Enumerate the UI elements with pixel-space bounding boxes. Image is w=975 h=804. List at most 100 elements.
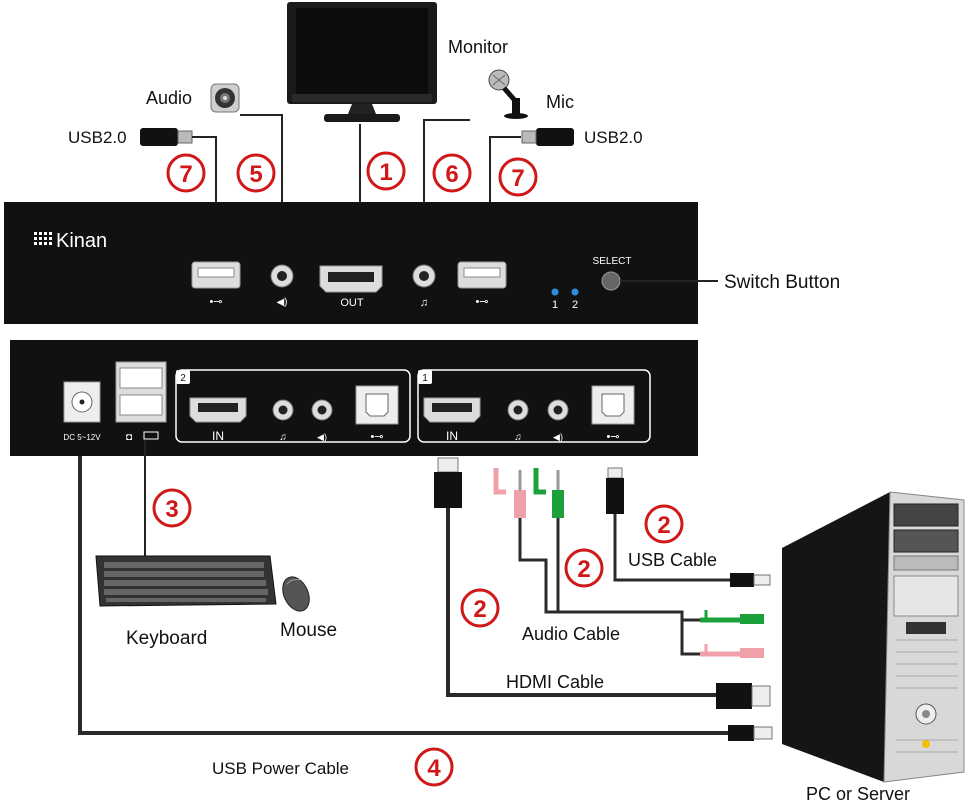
svg-text:◀): ◀) xyxy=(276,297,287,308)
audio-plug-pink-icon xyxy=(700,644,764,658)
port-group-2 xyxy=(175,369,411,443)
svg-text:6: 6 xyxy=(445,161,458,188)
mouse-icon xyxy=(282,576,310,612)
pc-tower-icon xyxy=(782,491,965,783)
svg-text:5: 5 xyxy=(249,161,262,188)
hdmi-cable xyxy=(446,508,716,697)
hdmi-port-icon: OUT xyxy=(319,265,383,309)
svg-text:◀): ◀) xyxy=(553,432,563,442)
usb-cable xyxy=(613,514,730,582)
port-group-2-number: 2 xyxy=(180,373,186,384)
callout-7-left: 7 xyxy=(166,153,206,193)
microphone-icon xyxy=(488,69,528,119)
usb-stick-icon xyxy=(521,128,574,146)
svg-text:♫: ♫ xyxy=(279,432,287,443)
audio-cable-pink xyxy=(518,518,700,656)
usb2-right-label: USB2.0 xyxy=(584,128,643,147)
port-group-1-badge xyxy=(418,370,432,384)
svg-text:Kinan: Kinan xyxy=(56,230,107,252)
audio-plug-pink-icon xyxy=(493,468,526,518)
audio-jack-icon: ◀) xyxy=(270,264,294,308)
callout-2-hdmi: 2 xyxy=(460,588,500,628)
svg-text:7: 7 xyxy=(511,165,524,192)
audio-plug-green-icon xyxy=(533,468,564,518)
port-group-2-badge xyxy=(176,370,190,384)
led-1-icon xyxy=(551,288,559,296)
keyboard-icon xyxy=(95,555,277,607)
mouse-label: Mouse xyxy=(280,620,337,641)
mouse-icon: ◘ xyxy=(126,432,132,443)
keyboard-label: Keyboard xyxy=(126,628,207,649)
callout-7-right: 7 xyxy=(498,157,538,197)
usb-symbol-icon: •⊸ xyxy=(209,296,222,308)
usb-a-port-icon: •⊸ xyxy=(457,261,507,308)
led-2-label: 2 xyxy=(572,299,578,311)
pc-label: PC or Server xyxy=(806,784,910,804)
brand-logo: Kinan xyxy=(34,230,107,252)
usb-cable-label: USB Cable xyxy=(628,550,717,570)
svg-text:7: 7 xyxy=(179,161,192,188)
callout-4: 4 xyxy=(414,747,454,787)
usb-power-cable-label: USB Power Cable xyxy=(212,759,349,778)
hdmi-in-1-label: IN xyxy=(446,429,458,443)
hdmi-in-2-label: IN xyxy=(212,429,224,443)
mic-label: Mic xyxy=(546,92,574,112)
audio-cable-label: Audio Cable xyxy=(522,624,620,644)
hdmi-out-label: OUT xyxy=(340,297,364,309)
usb-a-port-icon: •⊸ xyxy=(191,261,241,308)
port-group-1-number: 1 xyxy=(422,373,428,384)
callout-2-audio: 2 xyxy=(564,548,604,588)
speaker-icon xyxy=(210,83,240,113)
hdmi-plug-icon xyxy=(434,457,462,508)
usb-stick-icon xyxy=(140,128,193,146)
svg-text:1: 1 xyxy=(379,159,392,186)
hdmi-plug-icon xyxy=(716,683,771,709)
select-label: SELECT xyxy=(593,256,632,267)
monitor-icon xyxy=(287,2,437,122)
led-2-icon xyxy=(571,288,579,296)
svg-text:2: 2 xyxy=(473,596,486,623)
usb-symbol-icon: •⊸ xyxy=(370,431,383,443)
monitor-label: Monitor xyxy=(448,37,508,57)
callout-3: 3 xyxy=(152,488,192,528)
kvm-rear-panel: DC 5~12V ◘ 2 IN ♫ ◀) •⊸ 1 xyxy=(10,340,698,456)
usb-b-port-icon: •⊸ xyxy=(591,385,635,443)
dc-label: DC 5~12V xyxy=(63,433,101,442)
audio-plug-green-icon xyxy=(700,610,764,624)
callout-1: 1 xyxy=(366,151,406,191)
audio-label: Audio xyxy=(146,88,192,108)
usb-a-plug-icon xyxy=(730,573,771,587)
usb-power-cable xyxy=(78,456,728,735)
port-group-1 xyxy=(417,369,651,443)
audio-jack-icon: ♫ xyxy=(412,264,436,309)
led-1-label: 1 xyxy=(552,299,558,311)
hdmi-port-icon: IN xyxy=(423,397,481,443)
hdmi-port-icon: IN xyxy=(189,397,247,443)
usb-a-plug-icon xyxy=(728,725,773,741)
svg-text:3: 3 xyxy=(165,496,178,523)
callout-6: 6 xyxy=(432,153,472,193)
svg-text:◀): ◀) xyxy=(317,432,327,442)
callout-5: 5 xyxy=(236,153,276,193)
usb2-left-label: USB2.0 xyxy=(68,128,127,147)
usb-b-plug-icon xyxy=(606,467,624,514)
hdmi-cable-label: HDMI Cable xyxy=(506,672,604,692)
audio-jack-icon: ◀) xyxy=(547,399,569,442)
kvm-front-panel: Kinan •⊸ ◀) OUT ♫ •⊸ xyxy=(4,202,698,324)
svg-text:♫: ♫ xyxy=(514,432,522,443)
audio-jack-icon: ♫ xyxy=(507,399,529,443)
usb-b-port-icon: •⊸ xyxy=(355,385,399,443)
select-button[interactable] xyxy=(601,271,621,291)
audio-jack-icon: ◀) xyxy=(311,399,333,442)
keyboard-icon xyxy=(143,431,159,440)
svg-text:4: 4 xyxy=(427,755,441,782)
usb-keyboard-mouse-ports: ◘ xyxy=(115,361,167,443)
dc-jack-icon: DC 5~12V xyxy=(63,381,101,442)
svg-text:2: 2 xyxy=(657,512,670,539)
switch-button-label: Switch Button xyxy=(724,272,840,293)
svg-text:2: 2 xyxy=(577,556,590,583)
usb-symbol-icon: •⊸ xyxy=(606,431,619,443)
microphone-icon: ♫ xyxy=(420,297,428,309)
